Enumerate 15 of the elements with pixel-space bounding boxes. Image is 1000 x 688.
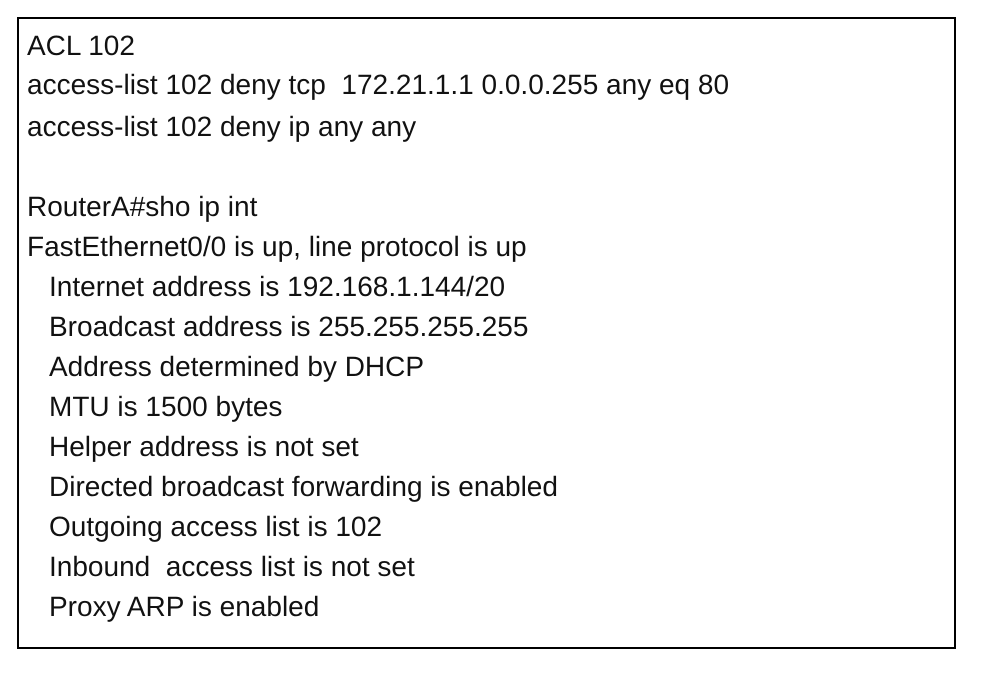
text-panel [17,17,956,649]
heading-text: ACL 102 [27,29,135,63]
command-output-line: Proxy ARP is enabled [49,590,320,624]
command-output-line: FastEthernet0/0 is up, line protocol is up [27,230,527,264]
command-output-line: access-list 102 deny ip any any [27,110,416,144]
command-output-line: Internet address is 192.168.1.144/20 [49,270,506,304]
command-output-line: access-list 102 deny tcp 172.21.1.1 0.0.0.255 any eq 80 [27,68,730,102]
command-output-line: MTU is 1500 bytes [49,390,282,424]
command-output-line: Directed broadcast forwarding is enabled [49,470,558,504]
command-output-line: Broadcast address is 255.255.255.255 [49,310,528,344]
command-output-line: Outgoing access list is 102 [49,510,382,544]
command-output-line: RouterA#sho ip int [27,190,258,224]
command-output-line: Helper address is not set [49,430,359,464]
command-output-line: Inbound access list is not set [49,550,415,584]
command-output-line: Address determined by DHCP [49,350,424,384]
